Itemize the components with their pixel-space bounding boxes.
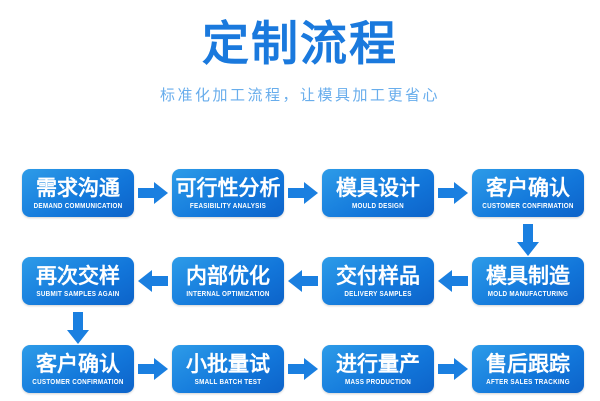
arrow-head [454,358,468,380]
arrow-left-icon [138,270,168,292]
flow-step-subtitle: SMALL BATCH TEST [194,377,262,387]
flow-step-subtitle: SUBMIT SAMPLES AGAIN [36,289,120,299]
flow-step-title: 需求沟通 [36,175,120,200]
arrow-left-icon [438,270,468,292]
arrow-right-icon [138,182,168,204]
arrow-tail [138,364,155,374]
flow-step-mass-production[interactable]: 进行量产 MASS PRODUCTION [322,345,434,393]
flow-step-submit-samples-again[interactable]: 再次交样 SUBMIT SAMPLES AGAIN [22,257,134,305]
arrow-tail [138,188,155,198]
arrow-head [154,182,168,204]
arrow-head [67,330,89,344]
arrow-tail [73,312,83,331]
flow-step-title: 客户确认 [486,175,570,200]
flow-step-subtitle: AFTER SALES TRACKING [486,377,570,387]
page-header: 定制流程 标准化加工流程，让模具加工更省心 [0,0,600,140]
arrow-down-icon [67,312,89,344]
arrow-head [517,242,539,256]
flow-step-subtitle: MOULD DESIGN [352,201,404,211]
flow-step-subtitle: MOLD MANUFACTURING [487,289,569,299]
flow-step-feasibility-analysis[interactable]: 可行性分析 FEASIBILITY ANALYSIS [172,169,284,217]
flow-step-subtitle: CUSTOMER CONFIRMATION [32,377,124,387]
arrow-left-icon [288,270,318,292]
flow-step-title: 模具制造 [486,263,570,288]
flow-step-mold-manufacturing[interactable]: 模具制造 MOLD MANUFACTURING [472,257,584,305]
arrow-tail [438,188,455,198]
flow-step-customer-confirmation-1[interactable]: 客户确认 CUSTOMER CONFIRMATION [472,169,584,217]
arrow-right-icon [288,182,318,204]
flow-step-title: 交付样品 [336,263,420,288]
arrow-head [304,358,318,380]
flow-step-internal-optimization[interactable]: 内部优化 INTERNAL OPTIMIZATION [172,257,284,305]
arrow-tail [288,188,305,198]
arrow-right-icon [288,358,318,380]
flow-step-subtitle: DEMAND COMMUNICATION [33,201,123,211]
arrow-tail [438,364,455,374]
flow-step-subtitle: INTERNAL OPTIMIZATION [186,289,270,299]
arrow-down-icon [517,224,539,256]
arrow-tail [151,276,168,286]
page-subtitle: 标准化加工流程，让模具加工更省心 [159,86,440,104]
arrow-tail [301,276,318,286]
arrow-tail [523,224,533,243]
flow-step-subtitle: MASS PRODUCTION [344,377,412,387]
flow-step-demand-communication[interactable]: 需求沟通 DEMAND COMMUNICATION [22,169,134,217]
flow-step-mould-design[interactable]: 模具设计 MOULD DESIGN [322,169,434,217]
arrow-head [454,182,468,204]
arrow-tail [288,364,305,374]
flow-step-delivery-samples[interactable]: 交付样品 DELIVERY SAMPLES [322,257,434,305]
arrow-right-icon [438,182,468,204]
flow-step-title: 售后跟踪 [486,351,570,376]
page-title: 定制流程 [202,17,398,72]
flow-step-subtitle: DELIVERY SAMPLES [344,289,412,299]
flow-step-title: 内部优化 [186,263,270,288]
flow-step-subtitle: CUSTOMER CONFIRMATION [482,201,574,211]
flow-step-title: 再次交样 [36,263,120,288]
arrow-head [138,270,152,292]
arrow-right-icon [138,358,168,380]
arrow-head [438,270,452,292]
arrow-right-icon [438,358,468,380]
arrow-head [154,358,168,380]
process-flow-diagram: 需求沟通 DEMAND COMMUNICATION 可行性分析 FEASIBIL… [0,150,600,401]
flow-step-title: 客户确认 [36,351,120,376]
flow-step-title: 小批量试 [186,351,270,376]
arrow-head [288,270,302,292]
flow-step-subtitle: FEASIBILITY ANALYSIS [189,201,267,211]
flow-step-small-batch-test[interactable]: 小批量试 SMALL BATCH TEST [172,345,284,393]
flow-step-customer-confirmation-2[interactable]: 客户确认 CUSTOMER CONFIRMATION [22,345,134,393]
arrow-head [304,182,318,204]
flow-step-title: 模具设计 [336,175,420,200]
arrow-tail [451,276,468,286]
flow-step-title: 进行量产 [336,351,420,376]
flow-step-after-sales-tracking[interactable]: 售后跟踪 AFTER SALES TRACKING [472,345,584,393]
flow-step-title: 可行性分析 [175,175,281,200]
